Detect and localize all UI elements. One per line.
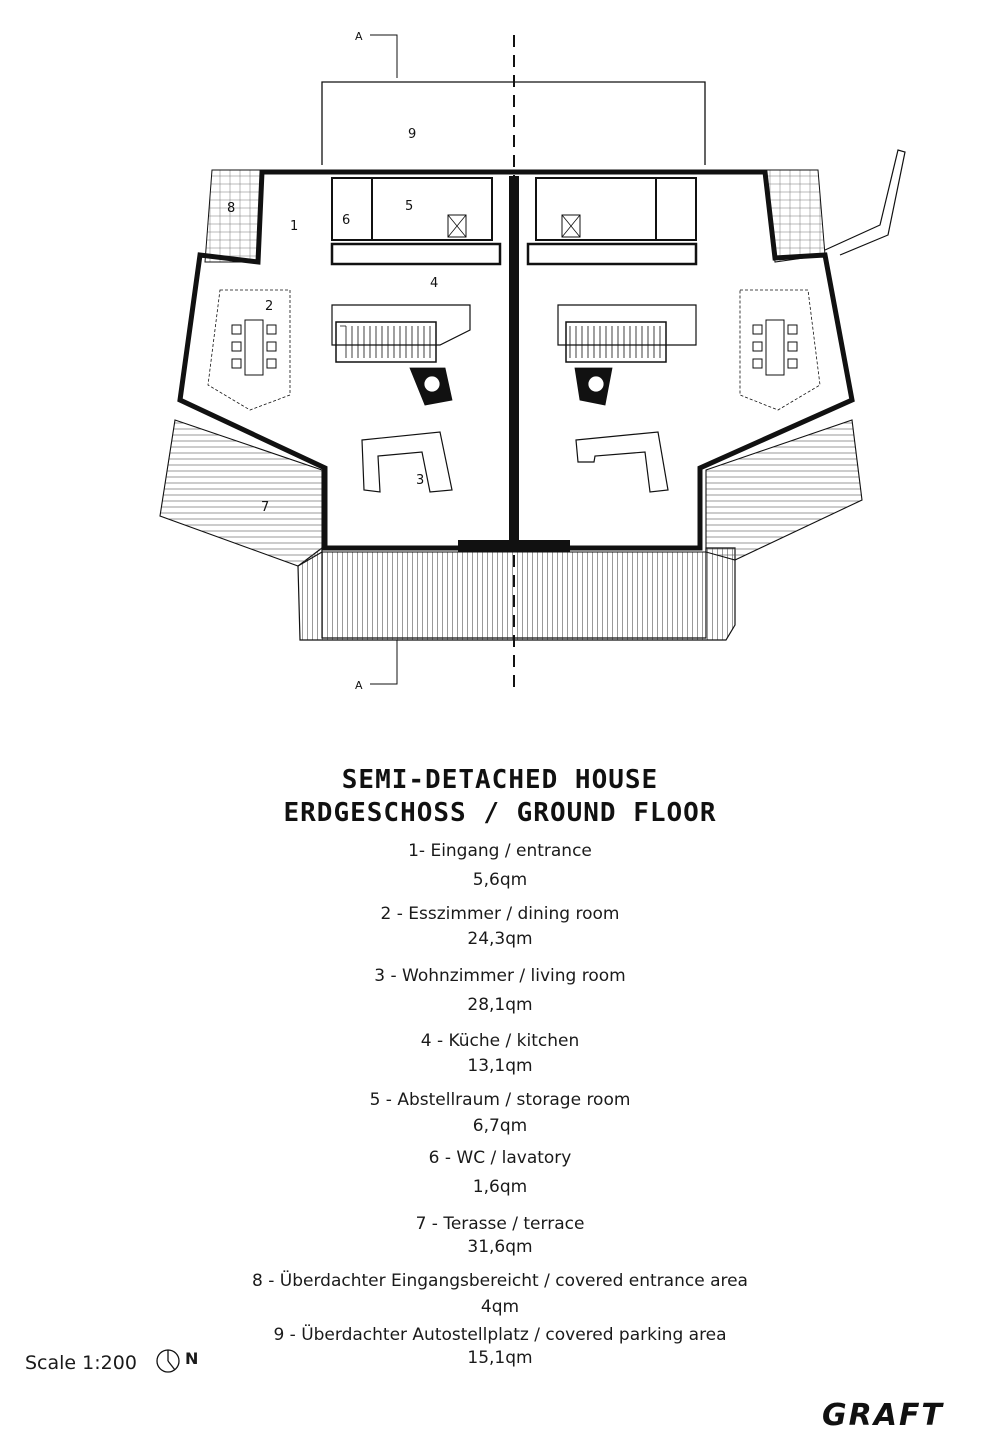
legend-area: 28,1qm: [467, 995, 533, 1015]
room-number: 1: [290, 219, 298, 234]
north-arrow-icon: [156, 1349, 180, 1373]
legend-item: 2 - Esszimmer / dining room: [380, 904, 620, 924]
legend-area: 31,6qm: [467, 1237, 533, 1257]
plan-title-line1: SEMI-DETACHED HOUSE: [341, 765, 659, 795]
entrance-stone-left: [204, 169, 263, 263]
legend-area: 1,6qm: [472, 1177, 528, 1197]
legend-area: 6,7qm: [472, 1116, 528, 1136]
svg-text:A: A: [355, 30, 363, 43]
room-number: 4: [430, 276, 438, 291]
scale-label: Scale 1:200: [25, 1352, 137, 1374]
building-outline: [177, 169, 855, 551]
legend-area: 13,1qm: [467, 1056, 533, 1076]
room-number: 6: [342, 213, 350, 228]
graft-logo: GRAFT: [822, 1398, 944, 1433]
room-number: 3: [416, 473, 424, 488]
stairs-left: [335, 321, 453, 406]
legend-area: 24,3qm: [467, 929, 533, 949]
room-number: 2: [265, 299, 273, 314]
legend-item: 1- Eingang / entrance: [408, 841, 592, 861]
terrace-right: [705, 419, 863, 561]
legend-area: 4qm: [480, 1297, 520, 1317]
legend-item: 8 - Überdachter Eingangsbereicht / cover…: [252, 1271, 748, 1291]
parking-canopy-outline: [321, 81, 706, 165]
room-number: 9: [408, 127, 416, 142]
legend-item: 6 - WC / lavatory: [428, 1148, 572, 1168]
legend-item: 4 - Küche / kitchen: [420, 1031, 580, 1051]
terrace-left: [159, 419, 323, 567]
legend-item: 3 - Wohnzimmer / living room: [374, 966, 626, 986]
kitchen-counter-right: [557, 304, 697, 346]
dining-table-left: [207, 289, 291, 411]
sofa-left: [361, 431, 453, 493]
railing: [824, 149, 906, 256]
section-marker-top: A: [355, 30, 398, 78]
section-marker-bottom: A: [355, 640, 398, 692]
stairs-right: [565, 321, 667, 406]
kitchen-counter-left: [331, 304, 471, 346]
room-number: 5: [405, 199, 413, 214]
party-wall: [509, 176, 519, 548]
legend-area: 5,6qm: [472, 870, 528, 890]
service-block-left: [330, 177, 502, 266]
legend-item: 9 - Überdachter Autostellplatz / covered…: [273, 1325, 727, 1345]
service-block-right: [526, 177, 698, 266]
plan-title-line2: ERDGESCHOSS / GROUND FLOOR: [283, 798, 717, 828]
legend-item: 7 - Terasse / terrace: [415, 1214, 585, 1234]
north-label: N: [185, 1349, 199, 1368]
legend-item: 5 - Abstellraum / storage room: [369, 1090, 631, 1110]
sofa-right: [575, 431, 669, 493]
floor-plan: A A: [159, 30, 906, 692]
room-number: 7: [261, 500, 269, 515]
svg-text:A: A: [355, 679, 363, 692]
legend-area: 15,1qm: [467, 1348, 533, 1368]
dining-table-right: [739, 289, 821, 411]
room-number: 8: [227, 201, 235, 216]
